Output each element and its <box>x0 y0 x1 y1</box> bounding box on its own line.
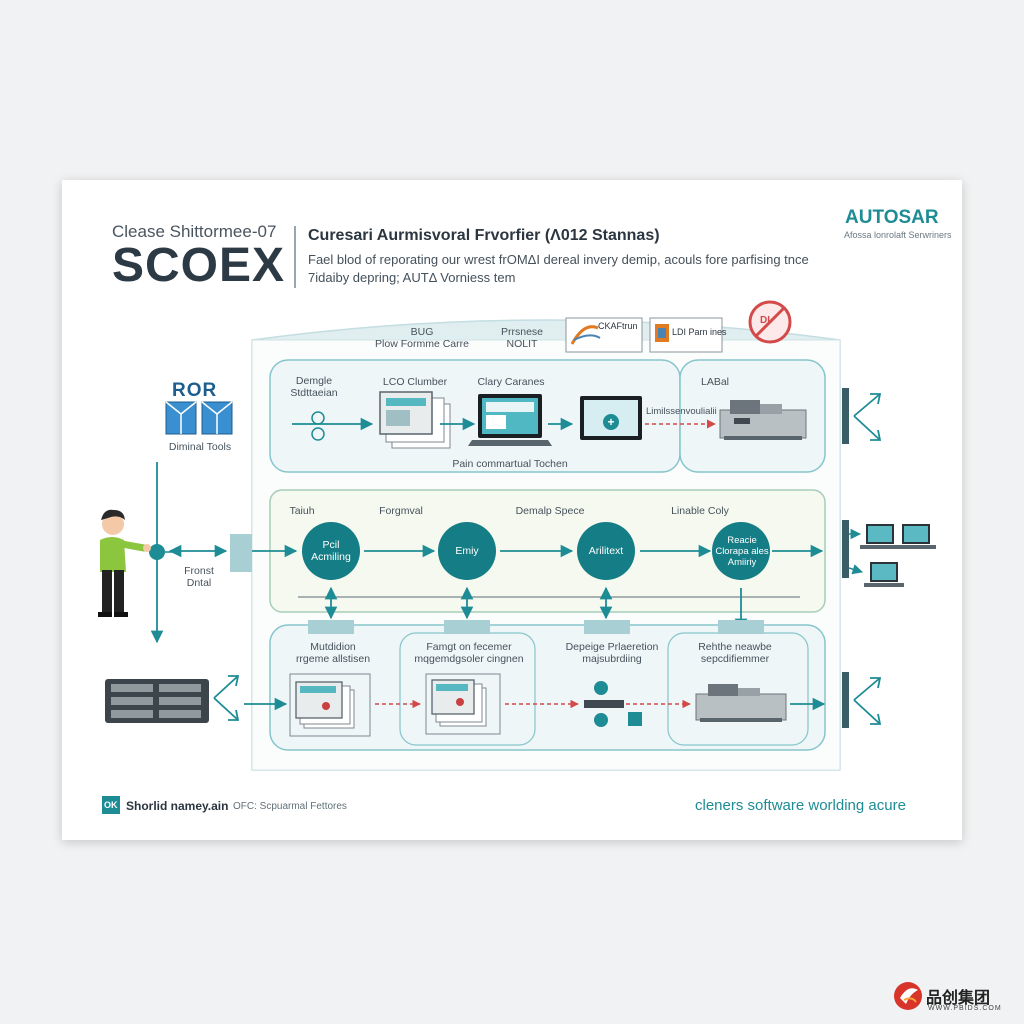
header-heading: Curesari Aurmisvoral Frvorfier (Λ012 Sta… <box>308 227 660 244</box>
header-desc-1: Faеl blod of reporating our wrest frOMΔI… <box>308 252 809 267</box>
col-label-4: Linable Coly <box>671 505 729 517</box>
watermark-chars: 品创集团 <box>926 990 991 1007</box>
no-sign-icon <box>748 300 792 344</box>
brand-name: AUTOSAR <box>845 207 939 228</box>
server-rack-icon <box>105 679 209 723</box>
process-node-3 <box>577 522 635 580</box>
middle-entry-block <box>230 534 252 572</box>
bottom-doc-icon-1 <box>289 673 371 737</box>
lab-label: LABal <box>700 376 730 388</box>
footer-name: Shorlid namey.ain <box>126 799 229 813</box>
pain-label: Pain commartual Tochen <box>452 458 568 470</box>
lco-monitor-icon <box>379 391 451 449</box>
bug-label: BUG Plow Formme Carre <box>375 326 469 350</box>
node-label-2: Emiy <box>455 545 479 557</box>
header-divider <box>294 226 296 288</box>
lco-label: LCO Clumber <box>382 376 448 388</box>
plus-laptop-icon: + <box>580 396 642 440</box>
right-connector-mid <box>842 520 849 578</box>
lab-machine-icon <box>719 400 807 440</box>
ror-cubes-icon <box>165 401 233 435</box>
header-title: SCOEX <box>112 239 286 292</box>
col-label-1: Taiuh <box>289 505 315 517</box>
right-laptops <box>860 524 936 587</box>
badge2-label: LDI Parn ines <box>672 327 727 337</box>
node-label-1: Pcil Acmiling <box>311 539 351 563</box>
demple-label: Demgle Stdttaeian <box>290 375 338 399</box>
bottom-device-icon <box>584 681 642 727</box>
brand-sub: Afossa lonrolaft Serwriners <box>844 230 952 240</box>
bottom-panel <box>269 624 826 751</box>
node-label-4: Reacie Clorapa ales Amiiriy <box>715 535 769 568</box>
tools-label: Diminal Tools <box>168 441 232 453</box>
bottom-label-2: Famgt on fecemer mqgemdgsoler cingnen <box>414 641 524 665</box>
clary-laptop-icon <box>468 394 552 446</box>
process-node-2 <box>438 522 496 580</box>
ror-label: ROR <box>172 380 218 401</box>
no-sign-label: DI <box>760 315 770 326</box>
right-connector-top <box>842 388 882 444</box>
clary-label: Clary Caranes <box>477 376 545 388</box>
left-bottom-connector <box>213 675 240 721</box>
footer-logo-square <box>102 796 120 814</box>
col-label-2: Forgmval <box>379 505 423 517</box>
footer-logo-mark: OK <box>104 800 118 810</box>
footer-tagline: cleners software worlding acure <box>695 797 906 814</box>
right-connector-bottom <box>842 672 882 728</box>
ldi-badge <box>649 317 723 353</box>
front-label: Fronst Dntal <box>184 565 214 589</box>
person-illustration <box>98 509 151 617</box>
watermark-url: WWW.PBIDS.COM <box>928 1005 1002 1012</box>
footer-small: OFC: Scpuarmal Fettores <box>233 801 347 812</box>
bottom-label-1: Mutdidion rrgeme allstisen <box>295 641 371 665</box>
header-desc-2: 7idaiby depring; AUTΔ Vorniess tem <box>308 270 516 285</box>
connector-tabs <box>308 620 764 634</box>
header-subtitle: Clease Shittormee-07 <box>112 222 277 241</box>
bottom-machine-icon <box>695 684 787 722</box>
limit-label: Limilssenvoulialii <box>646 406 717 417</box>
process-label: Prrsnese NOLIT <box>500 326 543 350</box>
process-nodes <box>302 522 770 580</box>
watermark-logo-icon <box>894 982 922 1010</box>
badge1-label: CKAFtrun <box>598 321 638 331</box>
svg-text:+: + <box>607 415 614 429</box>
bottom-label-3: Depeige Prlaeretion majsubrdiing <box>565 641 659 665</box>
ckaf-badge <box>565 317 643 353</box>
bottom-doc-icon-2 <box>425 673 501 735</box>
node-label-3: Arilitext <box>588 545 624 557</box>
process-node-4 <box>712 522 770 580</box>
process-node-1 <box>302 522 360 580</box>
bottom-label-4: Rehthe neawbe sepcdifiemmer <box>698 641 772 665</box>
col-label-3: Demalp Spece <box>515 505 585 517</box>
